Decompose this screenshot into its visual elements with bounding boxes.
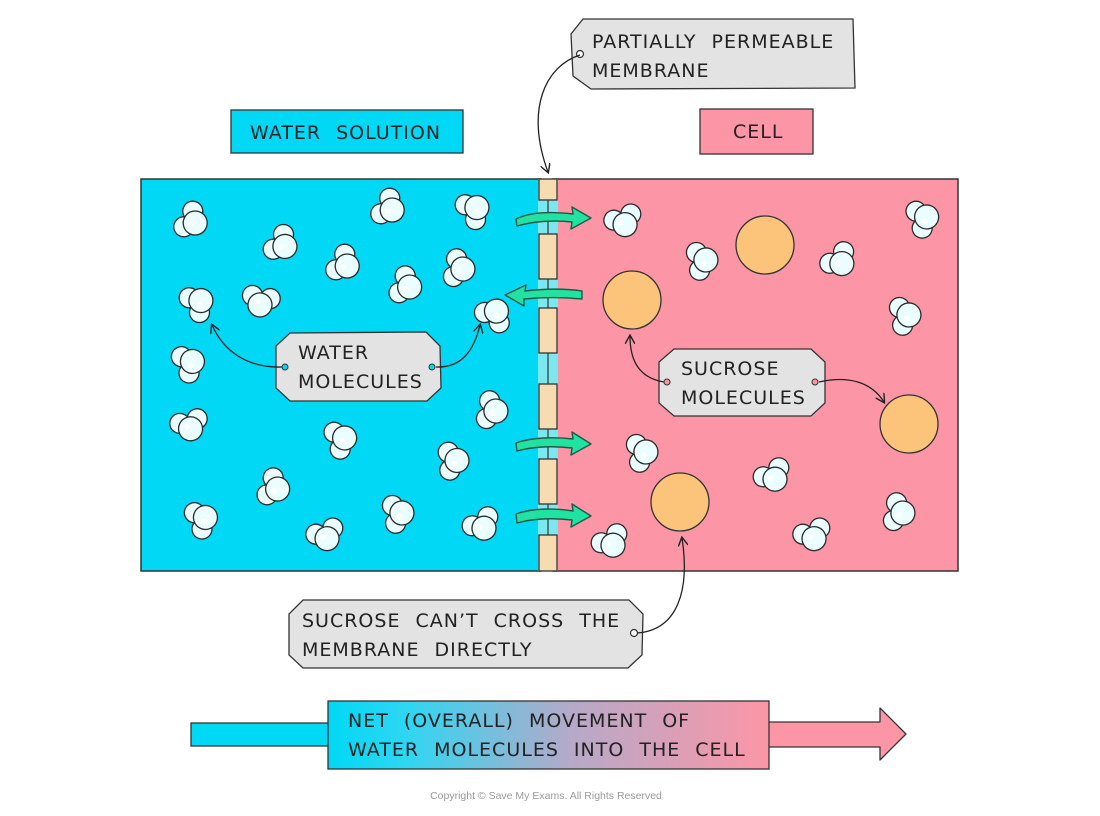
water-pointer-right — [435, 325, 480, 368]
membrane-pointer — [537, 54, 581, 172]
water-molecule-icon — [819, 241, 855, 277]
membrane-pore-icon — [538, 233, 558, 280]
water-molecule-icon — [603, 203, 642, 238]
water-molecule-icon — [475, 390, 509, 430]
net-movement-line1: NET (OVERALL) MOVEMENT OF — [348, 710, 690, 732]
water-molecule-icon — [752, 457, 790, 492]
sucrose-molecules-line2: MOLECULES — [681, 387, 806, 409]
water-molecule-icon — [905, 200, 940, 239]
sucrose-pointer-right — [818, 378, 884, 402]
flow-arrows — [504, 206, 592, 528]
copyright-text: Copyright © Save My Exams. All Rights Re… — [430, 790, 662, 802]
water-molecules-line1: WATER — [298, 342, 369, 364]
flow-arrow-icon — [504, 284, 583, 307]
net-movement-line2: WATER MOLECULES INTO THE CELL — [348, 739, 746, 761]
water-molecules-line2: MOLECULES — [298, 371, 423, 393]
water-molecule-icon — [388, 265, 423, 304]
water-molecule-icon — [625, 433, 659, 473]
water-molecule-icon — [305, 517, 344, 552]
water-solution-box — [230, 109, 464, 154]
sucrose-molecules — [602, 215, 939, 532]
membrane-label-line2: MEMBRANE — [592, 60, 709, 82]
water-molecule-icon — [325, 243, 360, 281]
cell-label: CELL — [733, 121, 783, 143]
water-molecule-icon — [792, 517, 831, 552]
cant-cross-tag: SUCROSE CAN’T CROSS THE MEMBRANE DIRECTL… — [288, 599, 644, 669]
water-molecule-icon — [370, 187, 405, 225]
sucrose-molecules-line1: SUCROSE — [681, 358, 779, 380]
water-pointer-left — [212, 325, 283, 368]
membrane-pore-icon — [538, 534, 558, 572]
water-molecule-icon — [685, 241, 719, 281]
sucrose-molecule-icon — [735, 215, 795, 275]
sucrose-molecule-icon — [650, 472, 710, 532]
water-molecules-tag: WATER MOLECULES — [275, 331, 442, 402]
water-molecule-icon — [882, 492, 916, 532]
flow-arrow-icon — [515, 206, 592, 230]
membrane-pore-icon — [538, 458, 558, 505]
water-molecule-icon — [178, 287, 214, 324]
membrane-pore-icon — [538, 178, 558, 201]
water-molecule-icon — [256, 467, 291, 506]
membrane-pore-icon — [538, 383, 558, 430]
sucrose-molecule-icon — [602, 270, 662, 330]
sucrose-pointer-left — [630, 336, 665, 383]
flow-arrow-icon — [515, 431, 592, 456]
water-molecule-icon — [173, 200, 208, 238]
water-molecule-icon — [473, 298, 510, 334]
water-solution-label: WATER SOLUTION — [250, 122, 441, 144]
membrane-label-line1: PARTIALLY PERMEABLE — [592, 31, 834, 53]
sucrose-molecules-tag: SUCROSE MOLECULES — [658, 348, 826, 417]
water-molecule-icon — [590, 523, 628, 558]
flow-arrow-icon — [515, 503, 592, 528]
cant-cross-pointer — [636, 538, 684, 634]
water-molecule-icon — [442, 248, 476, 288]
water-molecule-icon — [262, 223, 298, 260]
membrane-pore-icon — [538, 307, 558, 354]
membrane-tag: PARTIALLY PERMEABLE MEMBRANE — [570, 18, 856, 90]
cant-cross-line2: MEMBRANE DIRECTLY — [302, 639, 533, 661]
water-molecule-icon — [437, 441, 470, 481]
water-molecule-icon — [169, 408, 208, 442]
water-molecule-icon — [323, 421, 358, 460]
water-molecule-icon — [381, 494, 415, 534]
sucrose-molecule-icon — [879, 394, 939, 454]
water-molecule-icon — [183, 502, 219, 540]
water-molecule-icon — [241, 284, 281, 318]
water-molecule-icon — [454, 194, 490, 231]
cell-box — [699, 108, 814, 155]
water-molecule-icon — [461, 506, 499, 541]
water-molecule-icon — [170, 346, 206, 384]
cant-cross-line1: SUCROSE CAN’T CROSS THE — [302, 610, 620, 632]
water-molecule-icon — [888, 296, 922, 336]
membrane-pores — [538, 178, 558, 572]
water-molecules — [169, 187, 940, 558]
net-movement-arrow: NET (OVERALL) MOVEMENT OF WATER MOLECULE… — [190, 700, 907, 770]
